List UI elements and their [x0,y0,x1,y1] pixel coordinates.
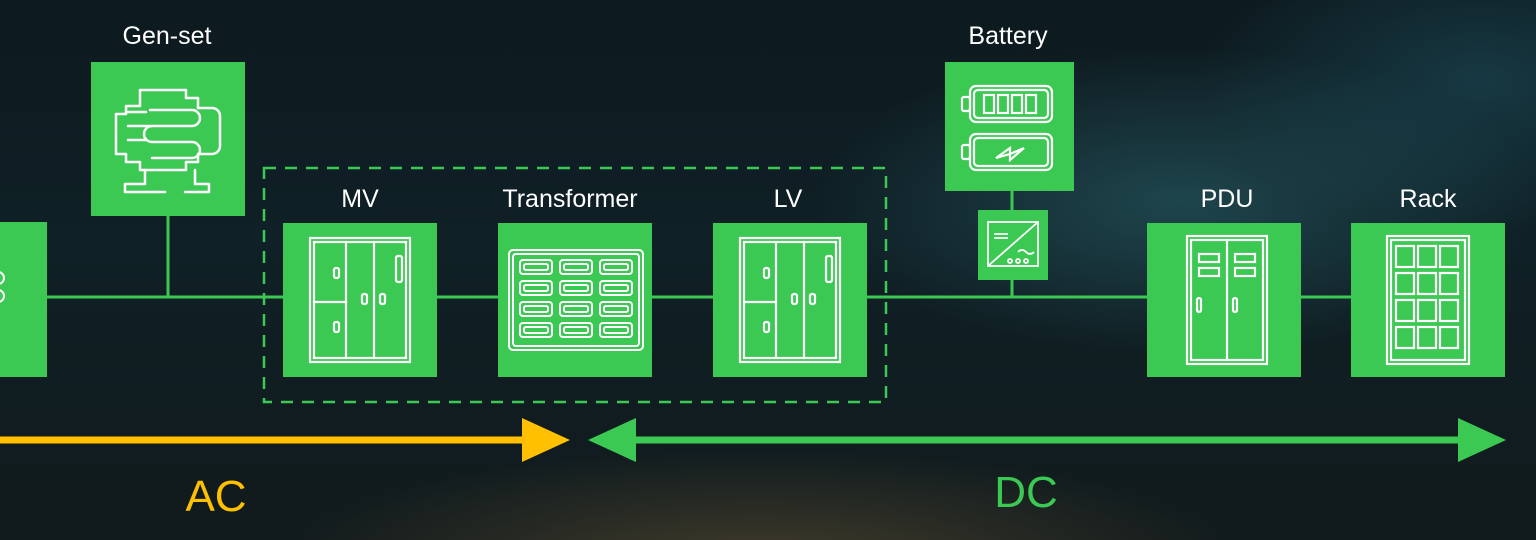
transformer-cell-inner [523,284,549,292]
converter-icon [987,221,1039,267]
battery-node [945,62,1074,191]
transformer-cell [519,301,553,317]
rack-slot [1438,325,1460,350]
battery-label: Battery [968,22,1048,50]
transformer-cell [559,259,593,275]
rack-slot [1416,298,1438,323]
mv-node [283,223,437,377]
rack-slot [1416,244,1438,269]
substation-group-frame [262,166,888,404]
transformer-cell [519,259,553,275]
transformer-cell-inner [563,263,589,271]
transformer-cell [559,322,593,338]
switchgear-cabinet-icon [738,236,842,364]
rack-node [1351,223,1505,377]
battery-icon [960,84,1054,172]
rack-slot [1394,298,1416,323]
transformer-cell [599,259,633,275]
transformer-cell [599,322,633,338]
genset-node [91,62,245,216]
converter-node [978,210,1048,280]
rack-slot [1394,271,1416,296]
transformer-label: Transformer [502,185,638,213]
switchgear-cabinet-icon [308,236,412,364]
rack-slot [1438,298,1460,323]
transformer-cell-inner [523,263,549,271]
transformer-cell [599,280,633,296]
utility-node [0,222,47,377]
dc-label: DC [994,468,1058,517]
rack-slot [1416,325,1438,350]
transformer-cell [519,322,553,338]
ac-label: AC [185,472,247,521]
pdu-cabinet-icon [1185,234,1269,366]
transformer-cell [559,301,593,317]
rack-slot [1416,271,1438,296]
lv-node [713,223,867,377]
transformer-cell-inner [603,326,629,334]
transformer-cell-inner [603,305,629,313]
pdu-node [1147,223,1301,377]
mv-label: MV [341,185,379,213]
dc-arrow [588,418,1506,462]
transformer-cell [559,280,593,296]
generator-icon [114,88,222,194]
transformer-cell [519,280,553,296]
transformer-node [498,223,652,377]
pdu-label: PDU [1200,185,1254,213]
transformer-cell-inner [523,305,549,313]
transformer-cell-inner [563,326,589,334]
rack-slot [1438,271,1460,296]
transformer-cell-inner [523,326,549,334]
transformer-cell [599,301,633,317]
rack-slot [1438,244,1460,269]
lv-label: LV [773,185,803,213]
transformer-cell-inner [603,284,629,292]
transformer-cell-inner [563,284,589,292]
rack-slot [1394,244,1416,269]
server-rack-icon [1385,234,1471,366]
transformer-cell-inner [603,263,629,271]
rack-slot [1394,325,1416,350]
rack-label: Rack [1399,185,1457,213]
transformer-cell-inner [563,305,589,313]
ac-arrow [0,418,570,462]
transformer-icon [508,249,644,351]
genset-label: Gen-set [122,22,212,50]
